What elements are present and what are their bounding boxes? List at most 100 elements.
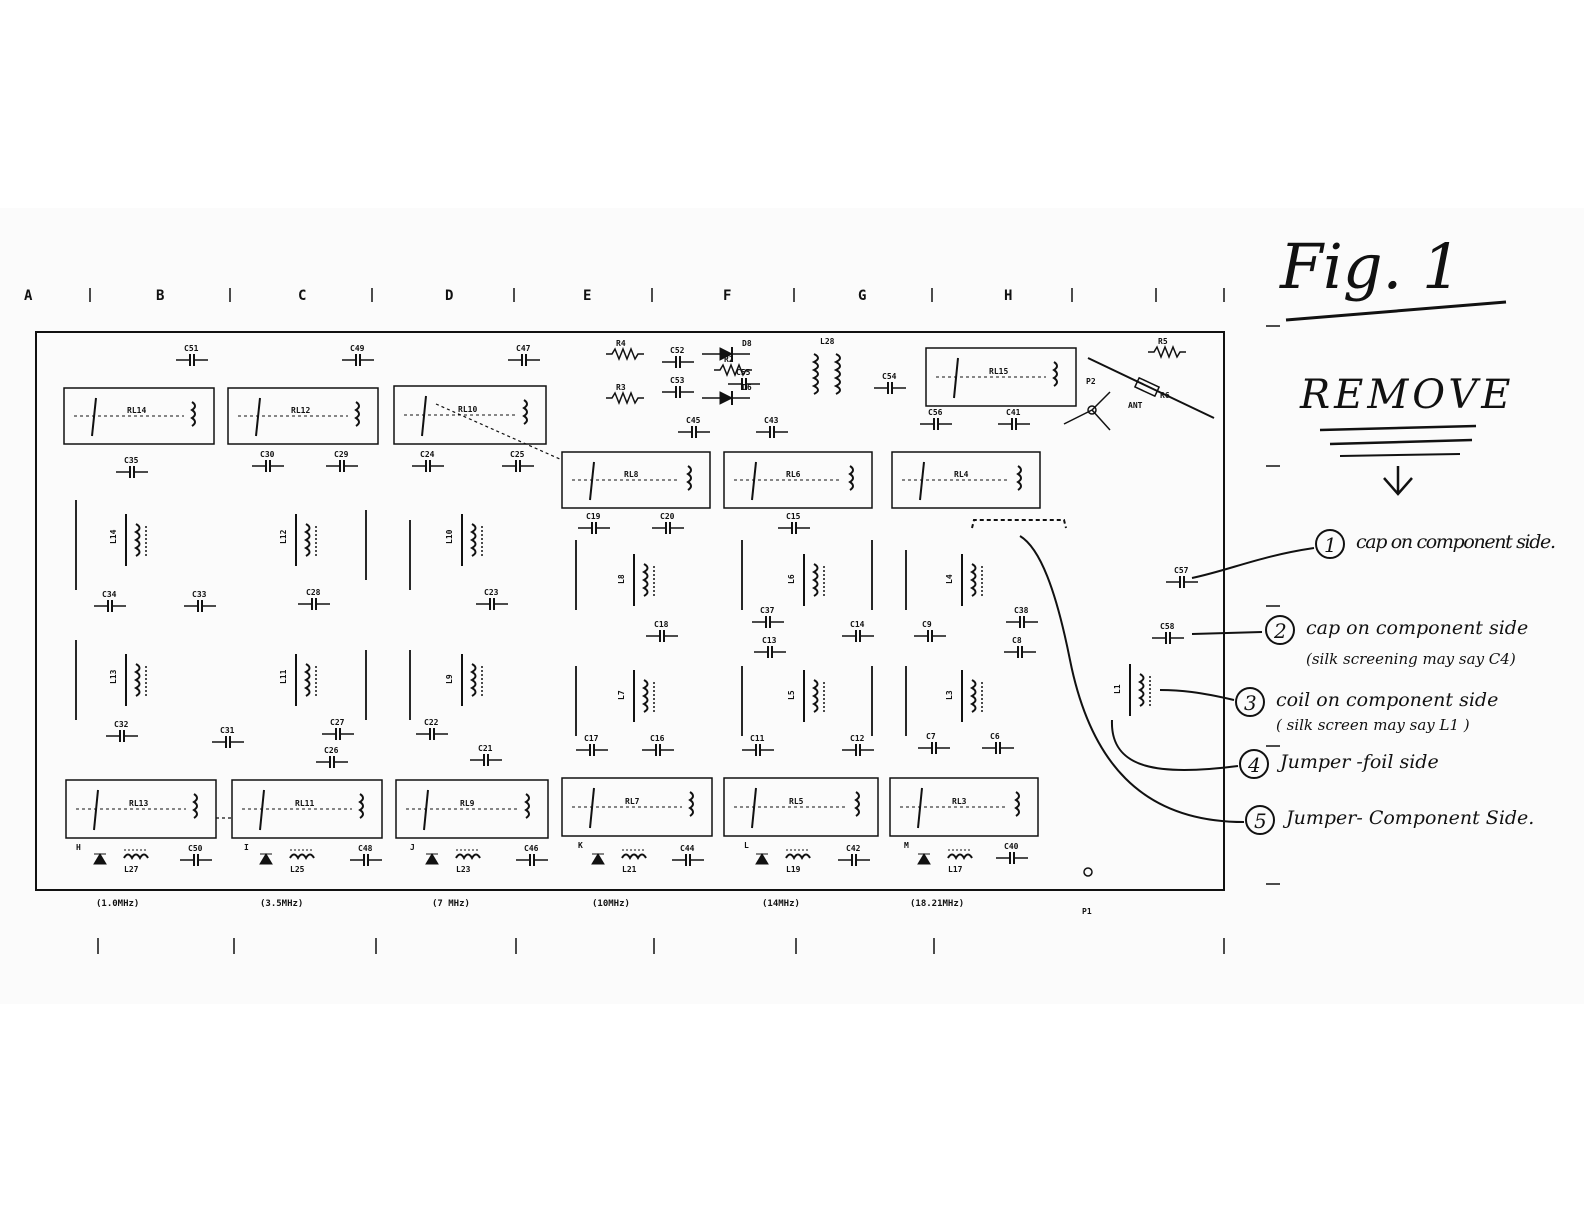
relay-label: RL7 [625, 797, 640, 806]
capacitor-label: C13 [762, 636, 777, 645]
capacitor-label: C56 [928, 408, 943, 417]
relay-box [925, 347, 1077, 407]
band-label: (3.5MHz) [260, 899, 303, 909]
column-label: C [298, 288, 306, 304]
relay-coil-icon [1052, 361, 1058, 387]
annotation-number-circle [1265, 615, 1295, 645]
jumper-dashed [435, 403, 563, 461]
relay-contact [751, 787, 757, 829]
capacitor-label: C14 [850, 620, 865, 629]
annotation-number: 2 [1273, 619, 1287, 643]
coil-icon [1137, 673, 1145, 707]
diode-icon [755, 853, 769, 865]
coil-label: L23 [456, 865, 471, 874]
capacitor-label: C9 [922, 620, 932, 629]
relay-label: RL4 [954, 470, 969, 479]
point-label: P1 [1082, 907, 1092, 916]
capacitor-label: C24 [420, 450, 435, 459]
capacitor-label: C38 [1014, 606, 1029, 615]
band-label: (10MHz) [592, 899, 630, 909]
annotation-number: 3 [1244, 691, 1257, 715]
capacitor-label: C50 [188, 844, 203, 853]
coil-label: L1 [1113, 684, 1122, 694]
relay-label: RL3 [952, 797, 967, 806]
column-label: E [583, 288, 591, 304]
diode-label: D8 [742, 339, 752, 348]
wire [1063, 409, 1093, 425]
relay-contact [751, 461, 757, 501]
capacitor-label: C7 [926, 732, 936, 741]
coil-icon [469, 523, 477, 557]
coil-icon [833, 353, 841, 395]
resistor-label: R5 [1158, 337, 1168, 346]
capacitor-label: C31 [220, 726, 235, 735]
capacitor-label: C18 [654, 620, 669, 629]
annotation-number-circle [1235, 687, 1265, 717]
relay-coil-icon [192, 793, 198, 819]
annotation-text: Jumper- Component Side. [1282, 807, 1534, 829]
grid-letter-label: L [744, 841, 749, 850]
capacitor-label: C52 [670, 346, 685, 355]
annotation-number: 4 [1247, 753, 1261, 777]
coil-label: L19 [786, 865, 801, 874]
relay-coil-icon [1016, 465, 1022, 491]
jumper-wire [1087, 357, 1215, 419]
relay-label: RL15 [989, 367, 1008, 376]
capacitor-label: C12 [850, 734, 865, 743]
capacitor-label: C17 [584, 734, 599, 743]
capacitor-label: C37 [760, 606, 775, 615]
band-label: (7 MHz) [432, 899, 470, 909]
relay-contact [919, 461, 925, 501]
relay-coil-icon [524, 793, 530, 819]
resistor-label: R3 [616, 383, 626, 392]
resistor-label: R2 [724, 355, 734, 364]
annotation-text: cap on component side. [1356, 531, 1556, 553]
capacitor-label: C53 [670, 376, 685, 385]
scanned-schematic-page [0, 208, 1584, 1004]
relay-label: RL10 [458, 405, 477, 414]
capacitor-label: C21 [478, 744, 493, 753]
leader-line-5 [1019, 535, 1245, 823]
capacitor-label: C19 [586, 512, 601, 521]
resistor-icon [714, 362, 752, 378]
capacitor-label: C27 [330, 718, 345, 727]
point-label: P2 [1086, 377, 1096, 386]
relay-label: RL5 [789, 797, 804, 806]
coil-label: L3 [945, 690, 954, 700]
coil-icon [469, 663, 477, 697]
relay-contact [259, 789, 265, 831]
coil-label: L6 [787, 574, 796, 584]
coil-label: L5 [787, 690, 796, 700]
grid-letter-label: K [578, 841, 583, 850]
capacitor-label: C46 [524, 844, 539, 853]
coil-icon [455, 853, 481, 861]
connector-point-icon [1083, 867, 1093, 877]
grid-letter-label: H [76, 843, 81, 852]
capacitor-label: C30 [260, 450, 275, 459]
leader-line-1 [1191, 547, 1315, 579]
relay-label: RL8 [624, 470, 639, 479]
coil-label: L4 [945, 574, 954, 584]
coil-label: L28 [820, 337, 835, 346]
capacitor-label: C54 [882, 372, 897, 381]
capacitor-label: C57 [1174, 566, 1189, 575]
capacitor-label: C43 [764, 416, 779, 425]
coil-icon [133, 523, 141, 557]
relay-coil-icon [522, 399, 528, 425]
grid-letter-label: J [410, 843, 415, 852]
coil-icon [621, 853, 647, 861]
annotation-subtext: (silk screening may say C4) [1306, 650, 1516, 668]
column-label: A [24, 288, 33, 304]
coil-label: L17 [948, 865, 963, 874]
capacitor-label: C41 [1006, 408, 1021, 417]
coil-icon [641, 679, 649, 713]
coil-icon [785, 853, 811, 861]
antenna-label: ANT [1128, 401, 1143, 410]
grid-letter-label: M [904, 841, 909, 850]
annotation-text: coil on component side [1276, 689, 1498, 711]
